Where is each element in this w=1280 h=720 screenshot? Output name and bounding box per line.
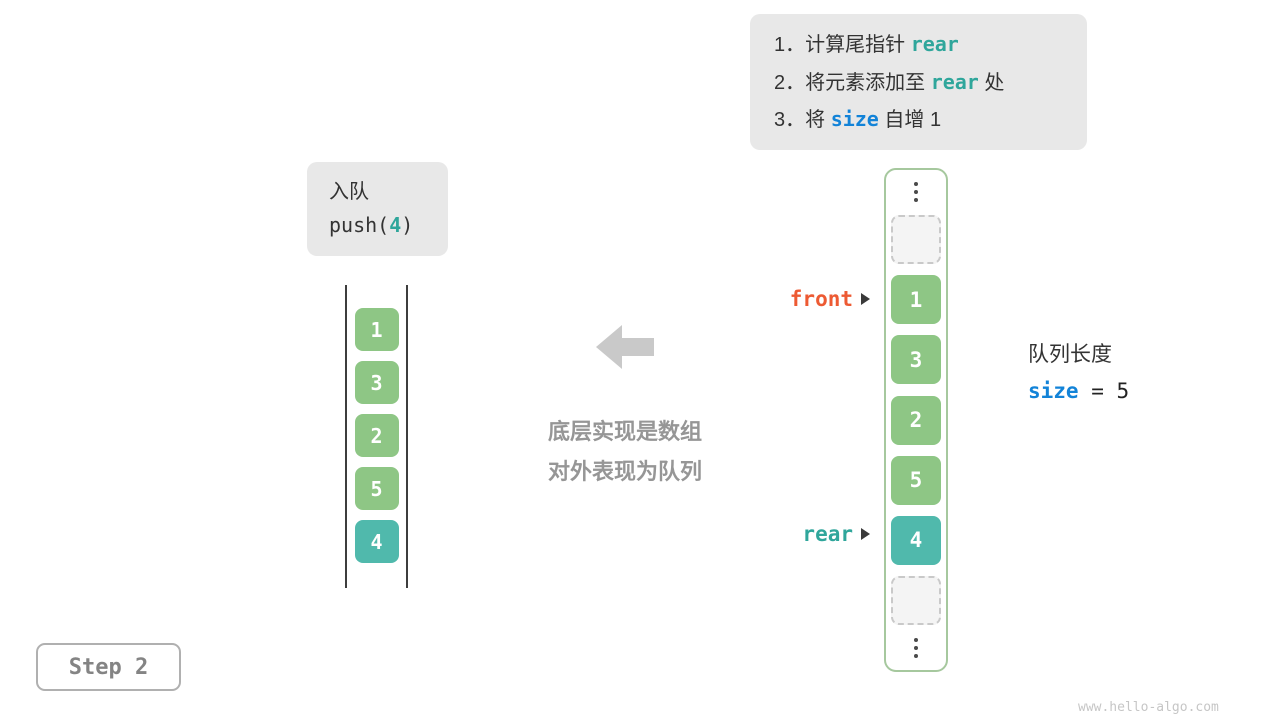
caption-line-2: 对外表现为队列 [547,459,702,484]
queue-wall-left [345,285,347,588]
operation-panel: 入队 push(4) [307,162,448,256]
step-badge: Step 2 [36,643,181,691]
circular-array: 1 3 2 5 4 [884,168,948,672]
code-text: push( [329,213,390,237]
array-cell-empty [891,575,941,625]
operation-title: 入队 [329,181,369,203]
keyword-rear: rear [910,32,959,56]
ellipsis-icon [914,636,918,660]
instruction-text: 3．将 [774,109,831,131]
instruction-line-1: 1．计算尾指针 rear [774,27,1063,62]
keyword-size: size [1028,379,1079,403]
code-text: ) [401,213,414,237]
instruction-line-2: 2．将元素添加至 rear 处 [774,65,1063,100]
instruction-panel: 1．计算尾指针 rear 2．将元素添加至 rear 处 3．将 size 自增… [750,14,1087,150]
queue-cell-new: 4 [354,520,399,563]
array-cell: 2 [891,395,941,445]
pointer-arrow-icon [861,528,870,540]
front-pointer-label: front [790,287,870,311]
array-cell-front: 1 [891,275,941,325]
queue-length-label: 队列长度 [1028,343,1112,366]
array-cell: 5 [891,455,941,505]
logical-queue: 1 3 2 5 4 [345,285,408,588]
instruction-text: 处 [978,71,1005,94]
code-argument: 4 [389,213,402,237]
pointer-arrow-icon [861,293,870,305]
instruction-text: 1．计算尾指针 [774,34,911,56]
rear-pointer-text: rear [802,522,853,546]
queue-elements: 1 3 2 5 4 [345,308,408,563]
keyword-rear: rear [930,69,979,94]
keyword-size: size [830,107,879,131]
array-cell: 3 [891,335,941,385]
watermark: www.hello-algo.com [1078,700,1219,715]
array-cell-rear-new: 4 [891,515,941,565]
rear-pointer-label: rear [802,522,870,546]
instruction-text: 自增 1 [878,109,942,131]
size-equation: = 5 [1078,379,1130,403]
queue-cell: 2 [354,414,399,457]
queue-length-info: 队列长度 size = 5 [1028,342,1129,403]
queue-cell: 1 [354,308,399,351]
instruction-text: 2．将元素添加至 [774,71,931,94]
left-arrow-icon [596,323,654,371]
caption: 底层实现是数组 对外表现为队列 [505,412,745,492]
array-cell-empty [891,215,941,265]
queue-size-value: size = 5 [1028,379,1129,403]
ellipsis-icon [914,180,918,204]
caption-line-1: 底层实现是数组 [547,419,702,444]
queue-wall-right [406,285,408,588]
instruction-line-3: 3．将 size 自增 1 [774,102,1063,137]
front-pointer-text: front [789,287,853,311]
queue-cell: 5 [354,467,399,510]
queue-cell: 3 [354,361,399,404]
operation-code: push(4) [329,209,448,242]
